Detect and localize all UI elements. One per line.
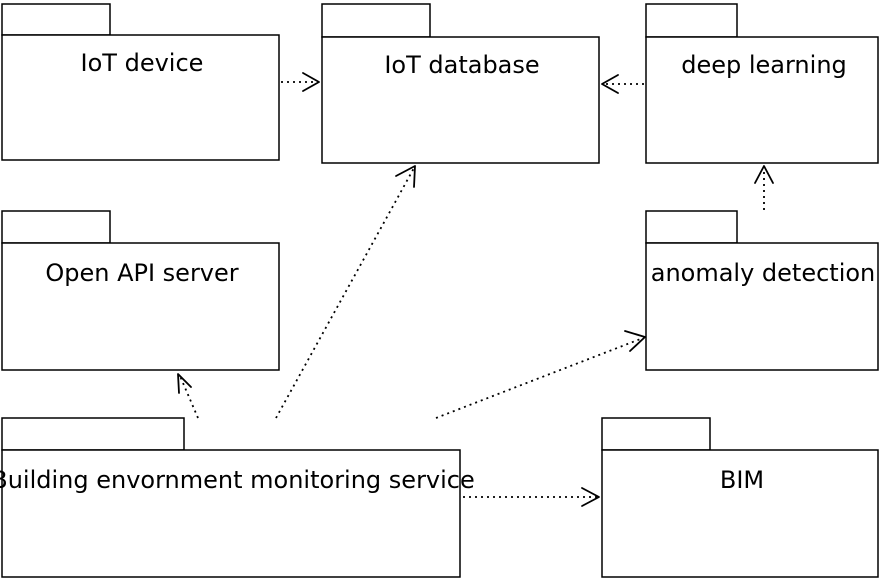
package-anomaly-detection: anomaly detection xyxy=(645,210,879,371)
dependency-line xyxy=(275,167,415,419)
package-iot-database: IoT database xyxy=(321,3,600,164)
package-label: Building envornment monitoring service xyxy=(0,466,475,494)
arrow-head xyxy=(624,330,646,352)
dependency-line xyxy=(179,375,199,419)
package-body xyxy=(1,449,461,578)
package-tab xyxy=(1,417,185,451)
dependency-building-service-to-bim xyxy=(463,487,600,507)
package-body xyxy=(1,242,280,371)
package-tab xyxy=(645,210,738,244)
arrow-head xyxy=(754,165,774,184)
package-iot-device: IoT device xyxy=(1,3,280,161)
arrow-head xyxy=(395,165,416,188)
package-body xyxy=(1,34,280,161)
arrow-head xyxy=(581,487,600,507)
arrow-head xyxy=(177,373,192,394)
dependency-deep-learning-to-iot-database xyxy=(601,74,644,94)
package-deep-learning: deep learning xyxy=(645,3,879,164)
package-tab xyxy=(1,210,111,244)
package-body xyxy=(601,449,879,578)
package-building-service: Building envornment monitoring service xyxy=(0,417,475,578)
package-bim: BIM xyxy=(601,417,879,578)
package-body xyxy=(645,242,879,371)
package-label: IoT database xyxy=(384,51,539,79)
dependency-anomaly-detection-to-deep-learning xyxy=(754,165,774,210)
package-body xyxy=(321,36,600,164)
package-label: deep learning xyxy=(681,51,847,79)
dependency-building-service-to-iot-database xyxy=(275,165,416,419)
package-label: BIM xyxy=(720,466,764,494)
dependency-building-service-to-anomaly-detection xyxy=(435,330,646,419)
package-open-api-server: Open API server xyxy=(1,210,280,371)
package-tab xyxy=(321,3,431,38)
package-tab xyxy=(601,417,711,451)
package-body xyxy=(645,36,879,164)
package-label: anomaly detection xyxy=(651,259,876,287)
arrow-head xyxy=(601,74,619,94)
package-label: Open API server xyxy=(45,259,238,287)
package-tab xyxy=(645,3,738,38)
package-tab xyxy=(1,3,111,36)
package-label: IoT device xyxy=(81,49,204,77)
arrow-head xyxy=(302,72,320,92)
dependency-building-service-to-open-api-server xyxy=(177,373,199,419)
dependency-line xyxy=(435,337,644,419)
dependency-iot-device-to-iot-database xyxy=(281,72,320,92)
